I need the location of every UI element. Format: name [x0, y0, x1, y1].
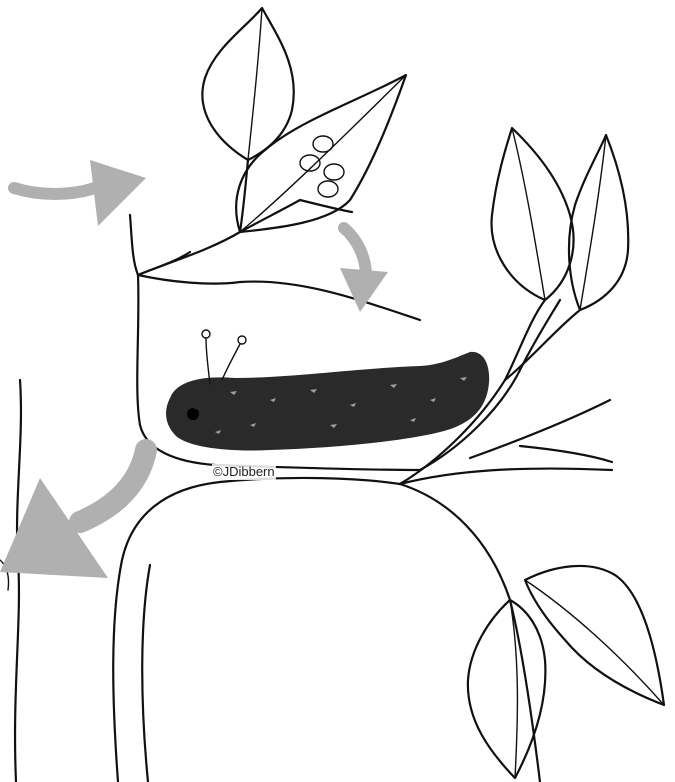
bottom-leaf-1: [468, 600, 546, 778]
right-leaf-1: [492, 128, 574, 300]
top-leaf: [202, 8, 293, 160]
eggs: [300, 136, 344, 197]
caterpillar-body: [166, 352, 489, 451]
upper-twig: [130, 160, 300, 275]
antenna-tip: [238, 336, 246, 344]
egg: [313, 136, 333, 152]
arrow-out: [0, 450, 146, 578]
antenna: [206, 338, 210, 384]
cycle-arrows: [0, 160, 388, 578]
arrow-in: [14, 160, 146, 226]
copyright-credit: ©JDibbern: [212, 464, 276, 480]
caterpillar: [166, 330, 489, 450]
right-leaf-2: [569, 135, 628, 310]
caterpillar-eye: [187, 408, 199, 420]
egg: [318, 181, 338, 197]
egg-leaf: [236, 75, 406, 232]
left-trunk: [0, 380, 21, 782]
antenna-tip: [202, 330, 210, 338]
antenna: [222, 344, 240, 380]
egg: [324, 164, 344, 180]
arrow-down: [340, 228, 388, 312]
